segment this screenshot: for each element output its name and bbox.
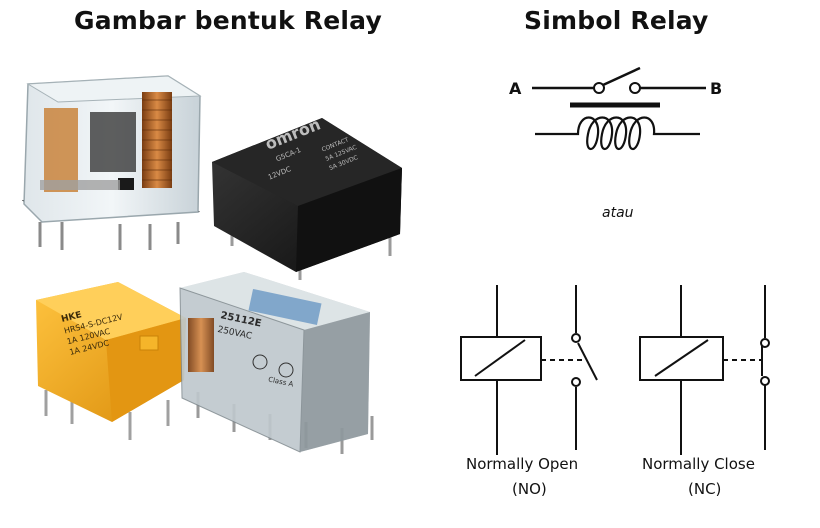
no-caption: Normally Open bbox=[466, 455, 579, 473]
clear-relay-photo bbox=[22, 75, 202, 250]
svg-text:HKE: HKE bbox=[60, 310, 82, 325]
symbol-title: Simbol Relay bbox=[524, 6, 709, 35]
relay-symbol bbox=[532, 66, 706, 151]
nc-abbr: (NC) bbox=[688, 480, 722, 498]
photos-title: Gambar bentuk Relay bbox=[74, 6, 382, 35]
no-abbr: (NO) bbox=[512, 480, 547, 498]
terminal-a-label: A bbox=[509, 79, 522, 98]
contact-a-dot bbox=[593, 82, 605, 94]
normally-close-symbol bbox=[639, 285, 770, 455]
switch-arm bbox=[602, 66, 641, 87]
normally-open-symbol bbox=[460, 285, 598, 455]
yellow-relay-photo: HKE HRS4-S-DC12V 1A 120VAC 1A 24VDC bbox=[36, 282, 186, 440]
coil bbox=[535, 116, 700, 151]
separator-text: atau bbox=[602, 205, 634, 221]
omron-relay-photo: omron G5CA-1 12VDC CONTACT 5A 125VAC 5A … bbox=[212, 114, 402, 280]
terminal-b-label: B bbox=[710, 79, 723, 98]
nc-caption: Normally Close bbox=[642, 455, 755, 473]
transparent-relay-photo: 25112E 250VAC Class A bbox=[179, 272, 374, 454]
contact-b-dot bbox=[629, 82, 641, 94]
